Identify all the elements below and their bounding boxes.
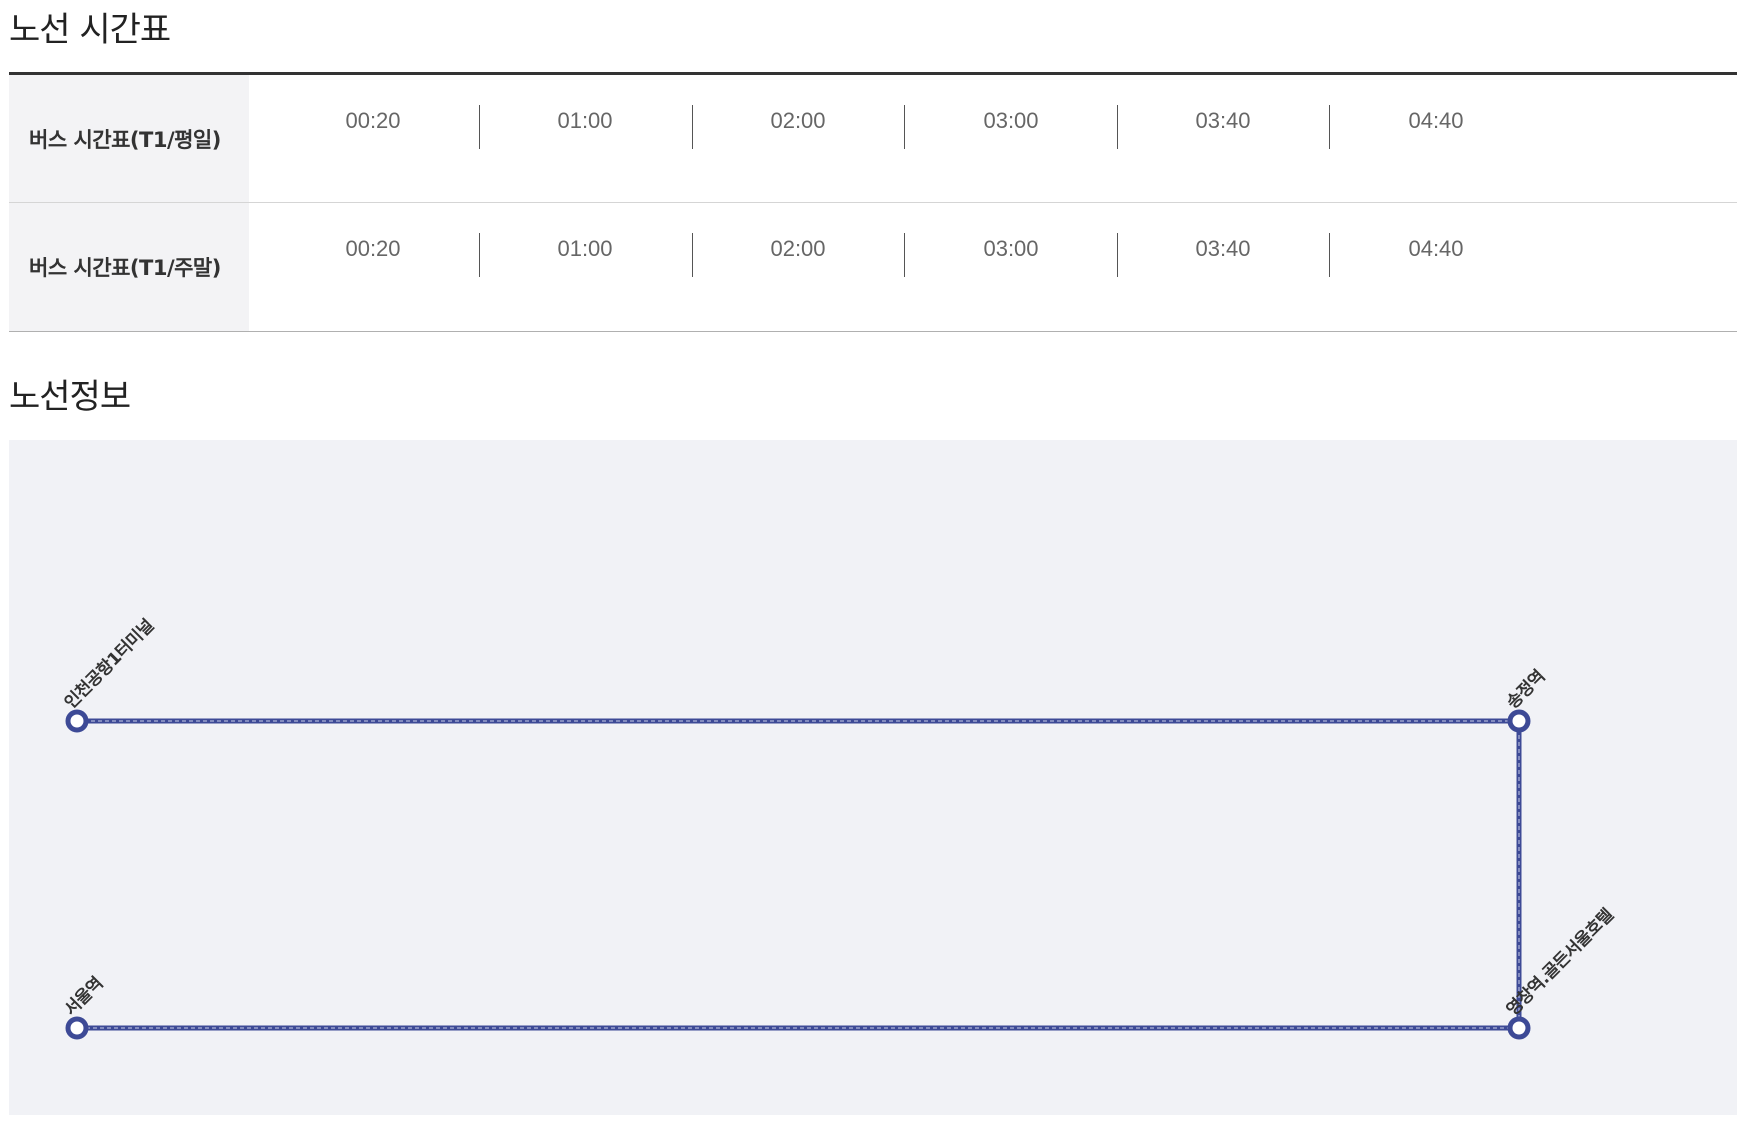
route-info-section-title: 노선정보 (9, 377, 131, 417)
stop-marker-songjeong[interactable] (1507, 709, 1531, 733)
time-divider (479, 233, 480, 277)
time-divider (1329, 233, 1330, 277)
departure-time: 03:40 (1195, 108, 1251, 133)
timetable-row-weekday: 버스 시간표(T1/평일) 00:20 01:00 02:00 03:00 03… (9, 75, 1737, 203)
route-line (77, 718, 1522, 1031)
stop-marker-incheon-airport-t1[interactable] (65, 709, 89, 733)
bus-timetable: 버스 시간표(T1/평일) 00:20 01:00 02:00 03:00 03… (9, 72, 1737, 332)
time-divider (692, 233, 693, 277)
departure-time: 01:00 (557, 108, 613, 133)
timetable-times: 00:20 01:00 02:00 03:00 03:40 04:40 (249, 203, 1737, 331)
route-path (77, 718, 1522, 1031)
departure-time: 00:20 (345, 236, 401, 261)
timetable-section-title: 노선 시간표 (9, 10, 171, 50)
departure-time: 04:40 (1408, 236, 1464, 261)
time-divider (479, 105, 480, 149)
stop-marker-yeongchang-golden-seoul-hotel[interactable] (1507, 1016, 1531, 1040)
time-divider (1117, 233, 1118, 277)
stop-marker-seoul-station[interactable] (65, 1016, 89, 1040)
route-map: 인천공항1터미널 송정역 영창역.골든서울호텔 서울역 (9, 440, 1737, 1115)
route-path-dash (77, 720, 1520, 1029)
timetable-row-weekend: 버스 시간표(T1/주말) 00:20 01:00 02:00 03:00 03… (9, 203, 1737, 332)
timetable-row-label: 버스 시간표(T1/평일) (9, 75, 249, 202)
time-divider (904, 105, 905, 149)
departure-time: 02:00 (770, 108, 826, 133)
time-divider (904, 233, 905, 277)
departure-time: 03:00 (983, 236, 1039, 261)
time-divider (692, 105, 693, 149)
departure-time: 03:00 (983, 108, 1039, 133)
time-divider (1329, 105, 1330, 149)
timetable-times: 00:20 01:00 02:00 03:00 03:40 04:40 (249, 75, 1737, 202)
departure-time: 03:40 (1195, 236, 1251, 261)
departure-time: 04:40 (1408, 108, 1464, 133)
time-divider (1117, 105, 1118, 149)
route-map-graphic (65, 709, 1531, 1040)
departure-time: 01:00 (557, 236, 613, 261)
departure-time: 00:20 (345, 108, 401, 133)
timetable-row-label: 버스 시간표(T1/주말) (9, 203, 249, 331)
departure-time: 02:00 (770, 236, 826, 261)
